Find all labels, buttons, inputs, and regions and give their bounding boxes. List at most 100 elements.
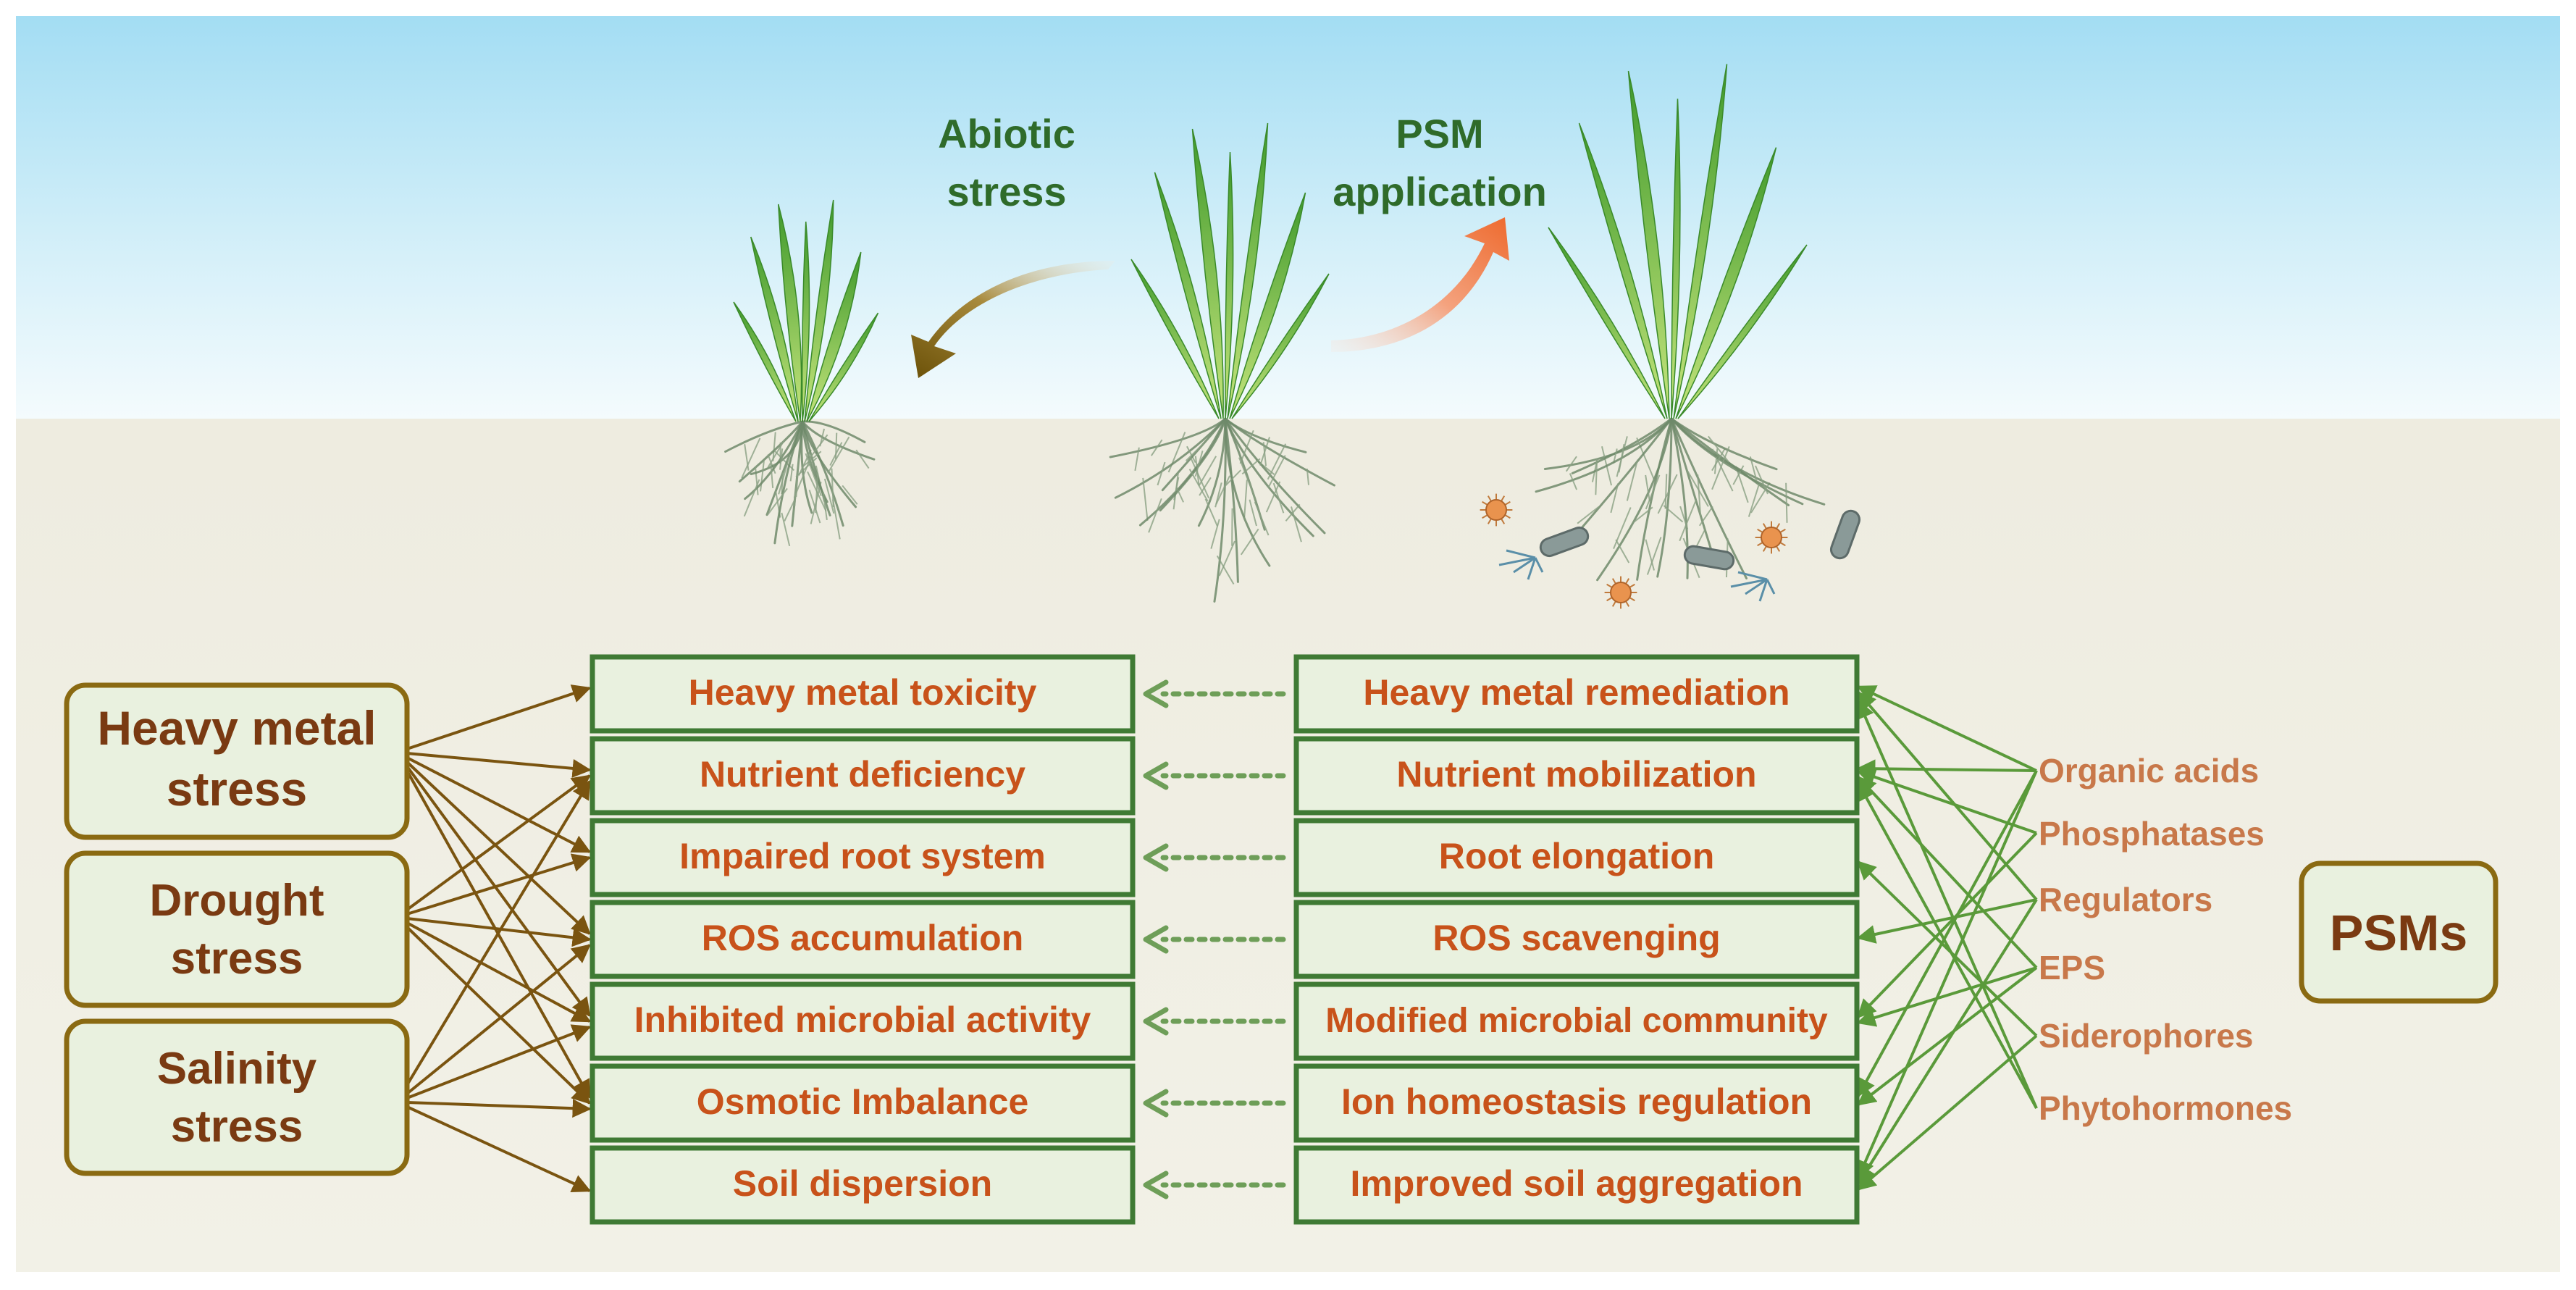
remedy-label: Improved soil aggregation xyxy=(1350,1163,1803,1204)
psm-application-title-line2: application xyxy=(1333,169,1547,214)
psm-application-arrow-icon xyxy=(1331,217,1509,352)
normal-plant-icon xyxy=(1109,122,1335,603)
psm-remedy-arrow xyxy=(1856,770,2038,1180)
microbes-icon xyxy=(1480,493,1861,609)
abiotic-stress-arrow-icon xyxy=(911,261,1115,378)
abiotic-stress-title-line2: stress xyxy=(947,169,1066,214)
psms-box: PSMs xyxy=(2299,860,2499,1004)
stress-box-heavy-metal: Heavy metal stress xyxy=(64,682,410,840)
stress-effect-arrow xyxy=(406,761,591,935)
stress-effect-arrow xyxy=(406,756,592,853)
psm-arrows xyxy=(1856,685,2038,1191)
effect-label: Soil dispersion xyxy=(733,1163,992,1204)
stress-effect-arrow xyxy=(406,853,592,916)
stress-effect-arrow xyxy=(406,917,592,947)
stress-effect-arrow xyxy=(406,1024,592,1100)
microbe-icon xyxy=(1539,526,1590,558)
psm-remedy-arrow xyxy=(1857,860,2038,1037)
dotted-arrow xyxy=(1143,679,1286,708)
microbe-icon xyxy=(1730,571,1776,602)
stress-label: stress xyxy=(167,762,308,816)
microbe-icon xyxy=(1829,509,1861,560)
remedy-label: ROS scavenging xyxy=(1432,918,1720,958)
effect-label: Osmotic Imbalance xyxy=(697,1081,1029,1122)
psms-label: PSMs xyxy=(2330,905,2468,961)
stress-label: stress xyxy=(171,1102,303,1152)
psm-remedy-arrow xyxy=(1856,768,2037,834)
effect-box-nutrient-deficiency: Nutrient deficiency xyxy=(590,736,1136,816)
psm-remedy-arrow xyxy=(1856,966,2037,1027)
stress-effect-arrow xyxy=(406,944,592,1095)
remedy-label: Modified microbial community xyxy=(1325,1002,1828,1040)
stress-label: Drought xyxy=(149,876,324,926)
mechanism-phytohormones: Phytohormones xyxy=(2039,1089,2292,1127)
remedy-label: Root elongation xyxy=(1439,836,1715,876)
effect-label: Heavy metal toxicity xyxy=(689,672,1037,713)
effect-label: ROS accumulation xyxy=(702,918,1024,958)
mechanism-eps: EPS xyxy=(2039,949,2105,987)
dotted-arrow xyxy=(1143,761,1286,790)
microbe-icon xyxy=(1480,493,1513,527)
psm-remedy-arrow xyxy=(1856,699,2038,1109)
effect-box-inhibited-microbial-activity: Inhibited microbial activity xyxy=(590,981,1136,1061)
remedy-box-root-elongation: Root elongation xyxy=(1293,818,1860,897)
microbe-icon xyxy=(1498,549,1544,580)
psm-application-title: PSM xyxy=(1396,111,1483,156)
mechanism-organic-acids: Organic acids xyxy=(2039,752,2259,790)
remedy-box-ion-homeostasis-regulation: Ion homeostasis regulation xyxy=(1293,1063,1860,1143)
mechanism-phosphatases: Phosphatases xyxy=(2039,815,2265,853)
effect-box-osmotic-imbalance: Osmotic Imbalance xyxy=(590,1063,1136,1143)
psm-remedy-arrow xyxy=(1857,776,2038,969)
remedy-box-nutrient-mobilization: Nutrient mobilization xyxy=(1293,736,1860,816)
microbe-icon xyxy=(1604,576,1637,609)
stress-label: stress xyxy=(171,934,303,984)
dotted-arrow xyxy=(1143,1089,1286,1118)
dotted-arrow xyxy=(1143,925,1286,954)
stressed-plant-icon xyxy=(724,199,879,547)
stress-box-drought: Drought stress xyxy=(64,850,410,1008)
remedy-label: Nutrient mobilization xyxy=(1396,754,1756,795)
stress-effect-arrow xyxy=(406,1099,592,1118)
stress-label: Salinity xyxy=(157,1044,317,1094)
stress-label: Heavy metal xyxy=(97,701,376,755)
stress-effect-arrow xyxy=(406,774,592,911)
stress-box-salinity: Salinity stress xyxy=(64,1018,410,1176)
psm-treated-plant-icon xyxy=(1535,64,1826,582)
stress-arrows xyxy=(406,684,592,1193)
effect-label: Nutrient deficiency xyxy=(700,754,1025,795)
psm-remedy-arrow xyxy=(1856,685,2037,772)
psm-remedy-arrow xyxy=(1856,898,2037,944)
dotted-arrow xyxy=(1143,1170,1286,1199)
remedy-box-improved-soil-aggregation: Improved soil aggregation xyxy=(1293,1145,1860,1225)
soil-background xyxy=(16,419,2560,1272)
effect-box-heavy-metal-toxicity: Heavy metal toxicity xyxy=(590,654,1136,734)
remedy-box-modified-microbial-community: Modified microbial community xyxy=(1293,981,1860,1061)
effect-box-ros-accumulation: ROS accumulation xyxy=(590,900,1136,979)
stress-effect-arrow xyxy=(406,684,592,750)
remedy-label: Ion homeostasis regulation xyxy=(1341,1081,1812,1122)
effect-label: Impaired root system xyxy=(679,836,1046,876)
abiotic-stress-title: Abiotic xyxy=(938,111,1075,156)
psm-remedy-arrow xyxy=(1857,770,2038,1098)
stress-effect-arrow xyxy=(406,779,591,1086)
psm-remedy-arrow xyxy=(1857,781,2038,1109)
stress-effect-arrow xyxy=(406,752,592,778)
remedy-box-ros-scavenging: ROS scavenging xyxy=(1293,900,1860,979)
sky-background xyxy=(16,16,2560,419)
psm-remedy-arrow xyxy=(1857,691,2038,901)
remedy-box-heavy-metal-remediation: Heavy metal remediation xyxy=(1293,654,1860,734)
microbe-icon xyxy=(1755,521,1788,554)
mechanism-siderophores: Siderophores xyxy=(2039,1017,2254,1055)
psm-remedy-arrow xyxy=(1856,966,2038,1106)
psm-remedy-arrow xyxy=(1857,1034,2038,1191)
effect-box-impaired-root-system: Impaired root system xyxy=(590,818,1136,897)
dotted-arrow xyxy=(1143,843,1286,872)
dotted-arrows xyxy=(1143,679,1286,1199)
stress-effect-arrow xyxy=(406,921,592,1023)
microbe-icon xyxy=(1683,545,1735,571)
stress-effect-arrow xyxy=(406,926,591,1105)
dotted-arrow xyxy=(1143,1007,1286,1036)
remedy-label: Heavy metal remediation xyxy=(1363,672,1790,713)
